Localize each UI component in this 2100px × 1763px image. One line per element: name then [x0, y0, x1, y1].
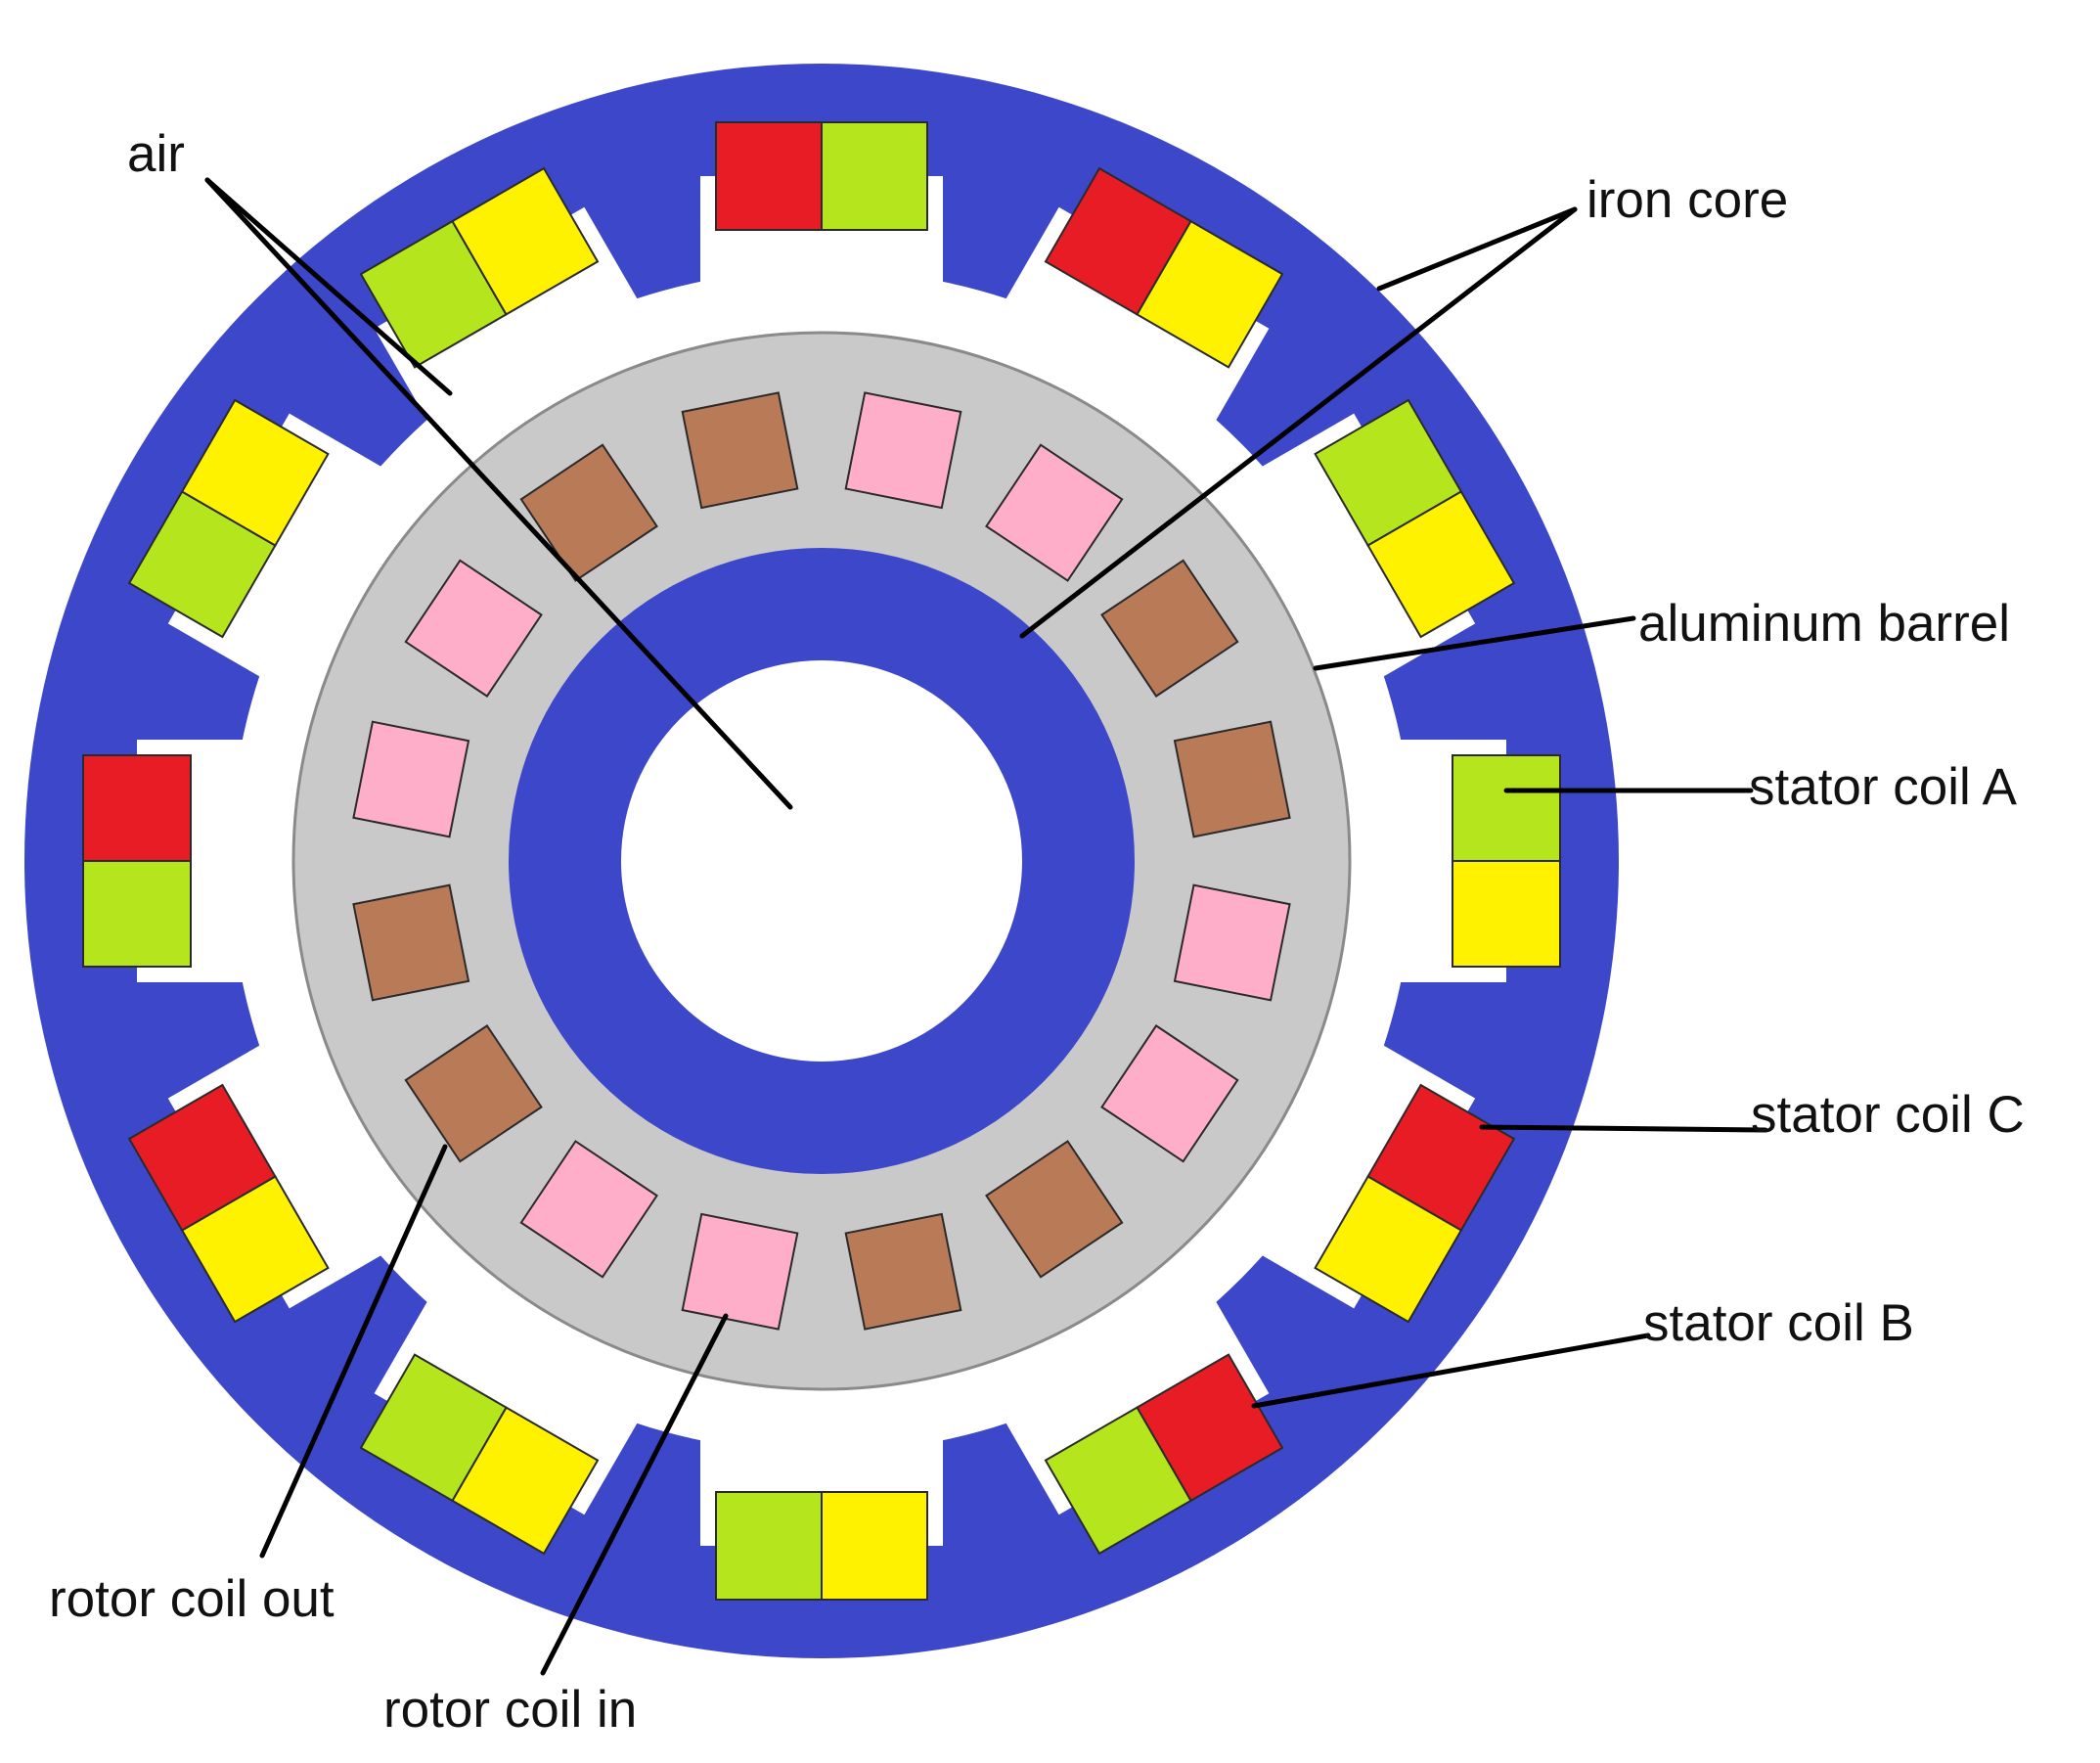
- rotor-coil-in: [985, 443, 1124, 582]
- rotor-coil-out: [404, 1024, 543, 1163]
- leader-air-2: [204, 177, 793, 810]
- stator-coil-c: [1044, 1406, 1192, 1556]
- label-iron-core: iron core: [1586, 171, 1788, 229]
- rotor-coil-out: [1100, 559, 1239, 698]
- stator-coil-b: [1314, 1175, 1463, 1324]
- stator-coil-b: [1136, 219, 1284, 369]
- stator-coil-c: [1452, 754, 1561, 862]
- rotor-coil-out: [844, 1212, 962, 1331]
- label-rotor-coil-in: rotor coil in: [383, 1681, 637, 1739]
- label-aluminum-barrel: aluminum barrel: [1638, 595, 2010, 653]
- rotor-coil-out: [985, 1140, 1124, 1279]
- label-stator-coil-b: stator coil B: [1643, 1294, 1914, 1352]
- labels: air iron core aluminum barrel stator coi…: [49, 125, 2025, 1739]
- stator-coil-a: [715, 121, 823, 231]
- rotor-coils: [352, 391, 1291, 1331]
- stator-coil-c: [715, 1491, 823, 1601]
- rotor-coil-in: [844, 391, 962, 510]
- leader-rotor-coil-in: [540, 1313, 729, 1676]
- stator-coil-b: [1452, 860, 1561, 968]
- rotor-coil-out: [352, 883, 470, 1002]
- rotor-coil-out: [681, 391, 799, 510]
- leader-rotor-coil-out: [259, 1144, 448, 1559]
- rotor-coil-in: [1173, 883, 1291, 1002]
- stator-coil-a: [82, 754, 192, 862]
- stator-coil-a: [127, 1083, 277, 1232]
- leader-lines: [204, 177, 1768, 1676]
- stator-coil-b: [451, 166, 600, 316]
- leader-iron-core-2: [1019, 206, 1578, 639]
- leader-air-1: [204, 177, 453, 396]
- stator-coil-b: [821, 1491, 928, 1601]
- stator-coil-b: [1366, 490, 1516, 639]
- stator-coil-c: [82, 860, 192, 968]
- leader-stator-coil-c: [1479, 1124, 1768, 1133]
- rotor-coil-out: [519, 443, 658, 582]
- label-stator-coil-a: stator coil A: [1749, 758, 2018, 816]
- rotor-coil-in: [352, 720, 470, 838]
- stator-coil-c: [359, 1353, 508, 1503]
- label-air: air: [127, 125, 185, 183]
- label-stator-coil-c: stator coil C: [1751, 1086, 2025, 1144]
- central-air: [621, 660, 1022, 1062]
- stator-coil-c: [821, 121, 928, 231]
- leader-stator-coil-b: [1251, 1333, 1651, 1409]
- rotor-coil-in: [404, 559, 543, 698]
- stator-coil-b: [180, 398, 330, 547]
- stator-coils: [82, 121, 1561, 1601]
- leader-aluminum-barrel: [1313, 615, 1636, 671]
- rotor-coil-in: [1100, 1024, 1239, 1163]
- rotor-coil-out: [1173, 720, 1291, 838]
- rotor-coil-in: [519, 1140, 658, 1279]
- label-rotor-coil-out: rotor coil out: [49, 1570, 335, 1628]
- rotor-coil-in: [681, 1212, 799, 1331]
- leader-iron-core-1: [1376, 206, 1578, 292]
